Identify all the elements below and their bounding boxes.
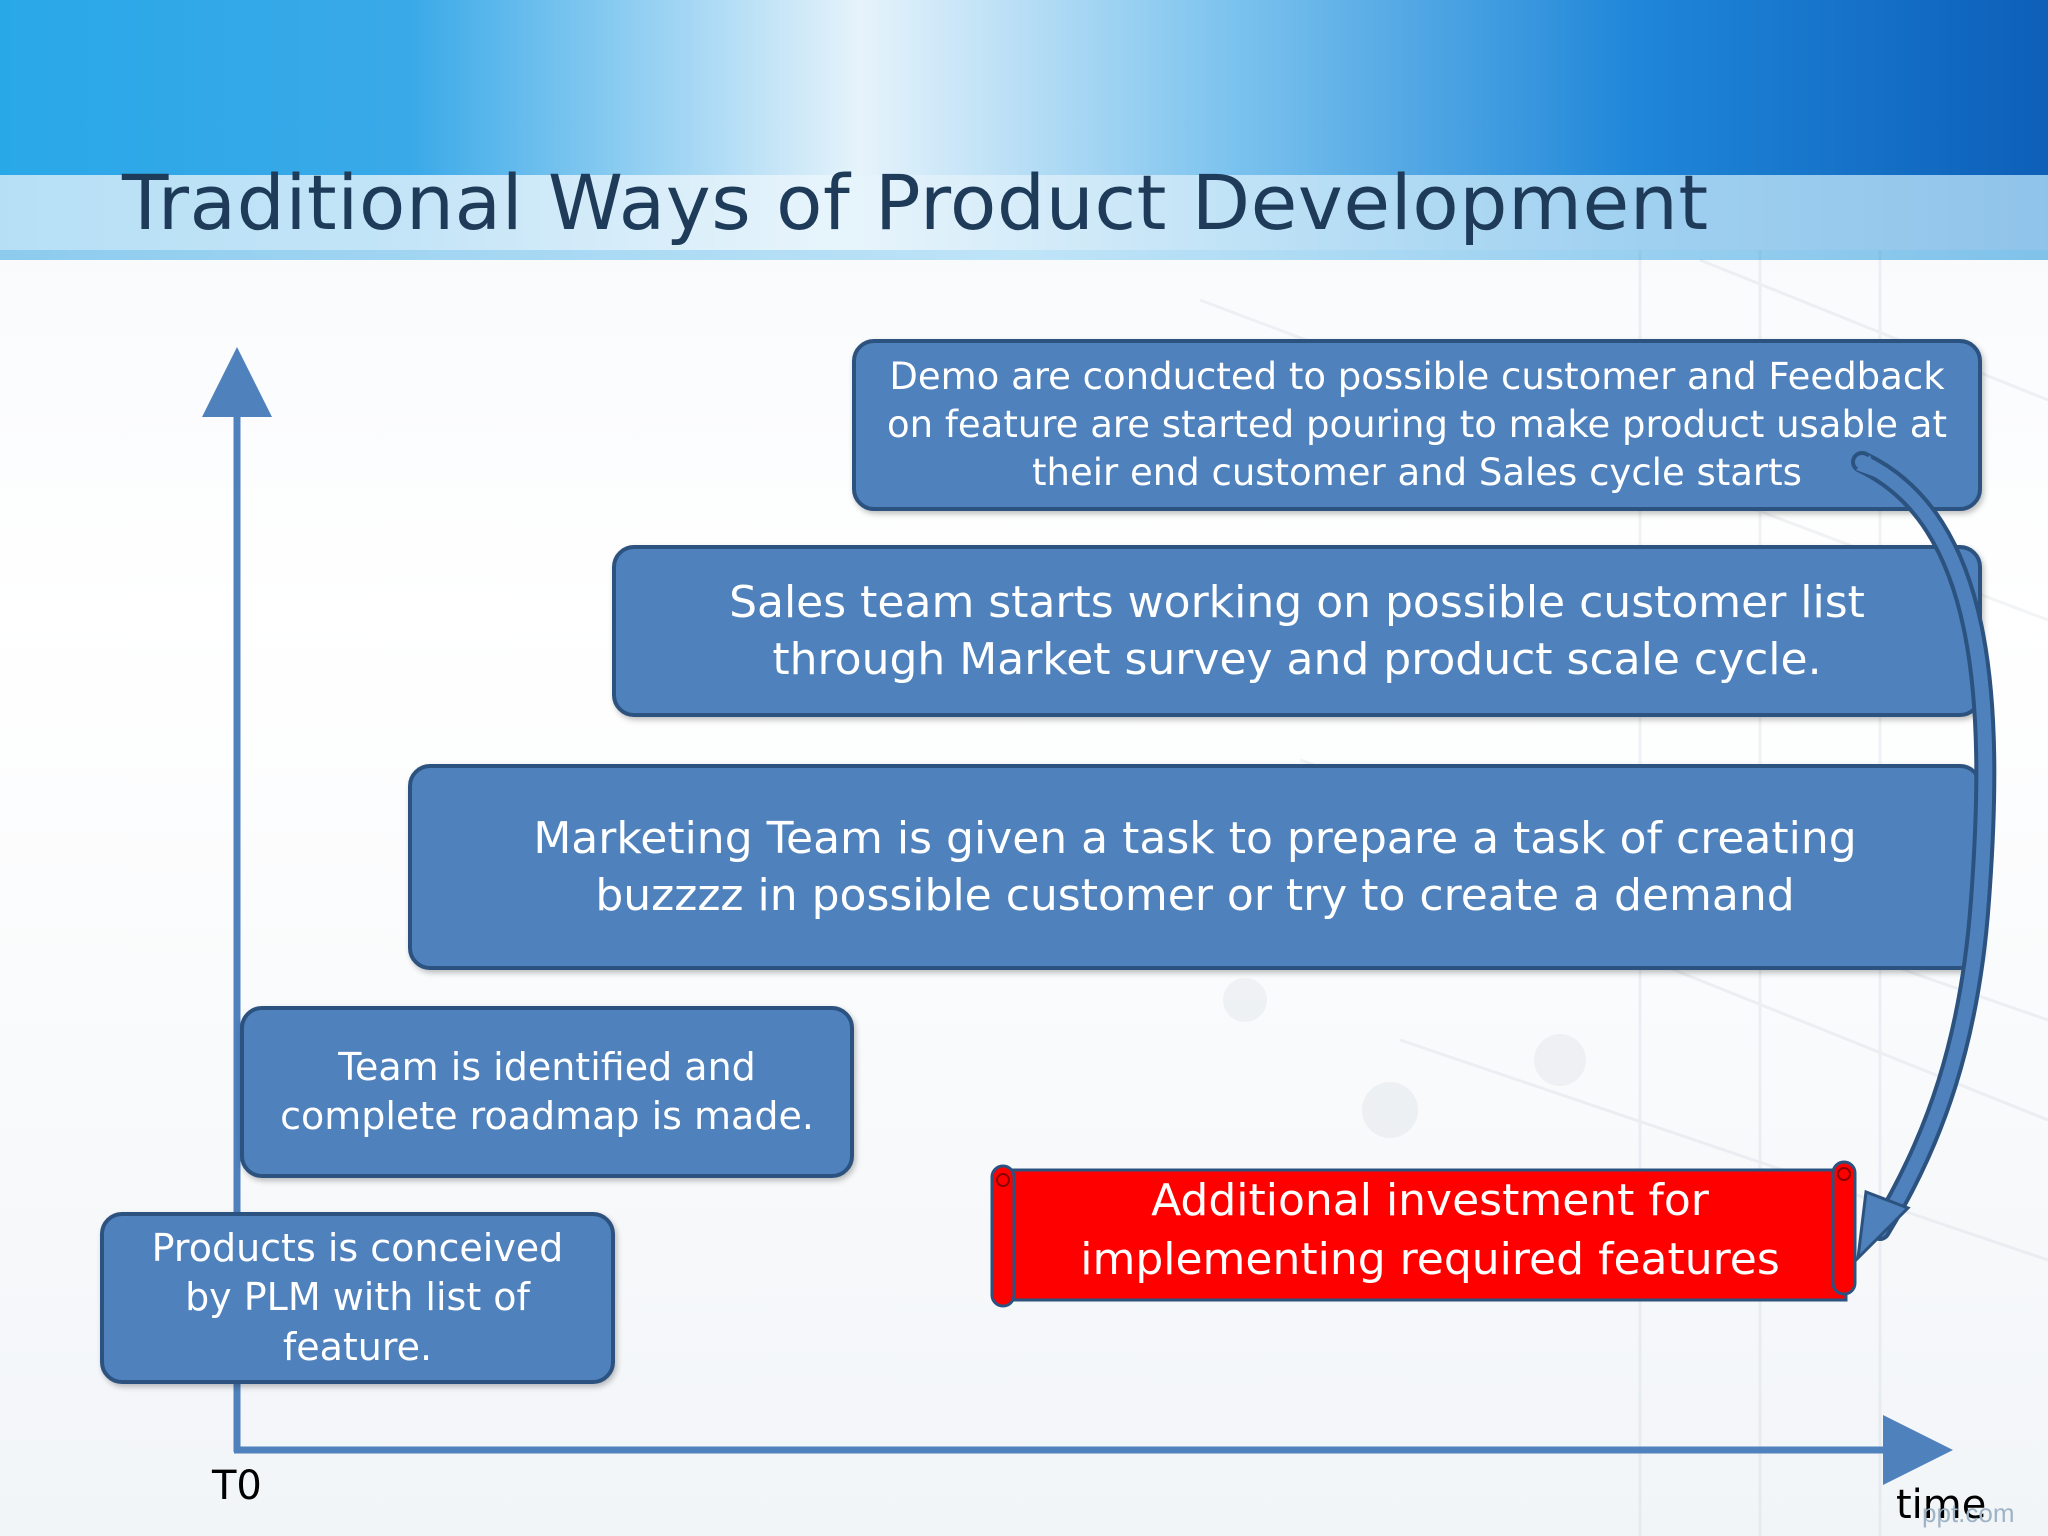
step-box-sales-team: Sales team starts working on possible cu… <box>612 545 1982 717</box>
x-axis-label: time <box>1896 1482 1987 1528</box>
header-divider <box>0 250 2048 260</box>
step-text: Products is conceived by PLM with list o… <box>151 1225 564 1369</box>
investment-text: Additional investment for implementing r… <box>1080 1174 1780 1285</box>
step-box-team-identified: Team is identified and complete roadmap … <box>240 1006 854 1178</box>
step-box-demo-feedback: Demo are conducted to possible customer … <box>852 339 1982 511</box>
header-band <box>0 0 2048 250</box>
slide-title: Traditional Ways of Product Development <box>122 158 1709 247</box>
step-box-marketing-team: Marketing Team is given a task to prepar… <box>408 764 1982 970</box>
step-text: Demo are conducted to possible customer … <box>887 354 1947 495</box>
step-text: Team is identified and complete roadmap … <box>280 1044 814 1138</box>
origin-label: T0 <box>212 1463 262 1509</box>
step-box-products-conceived: Products is conceived by PLM with list o… <box>100 1212 615 1384</box>
step-text: Marketing Team is given a task to prepar… <box>533 812 1857 921</box>
watermark: ppt.com <box>1922 1498 2015 1528</box>
step-text: Sales team starts working on possible cu… <box>729 576 1865 685</box>
investment-scroll-banner <box>990 1160 1857 1308</box>
